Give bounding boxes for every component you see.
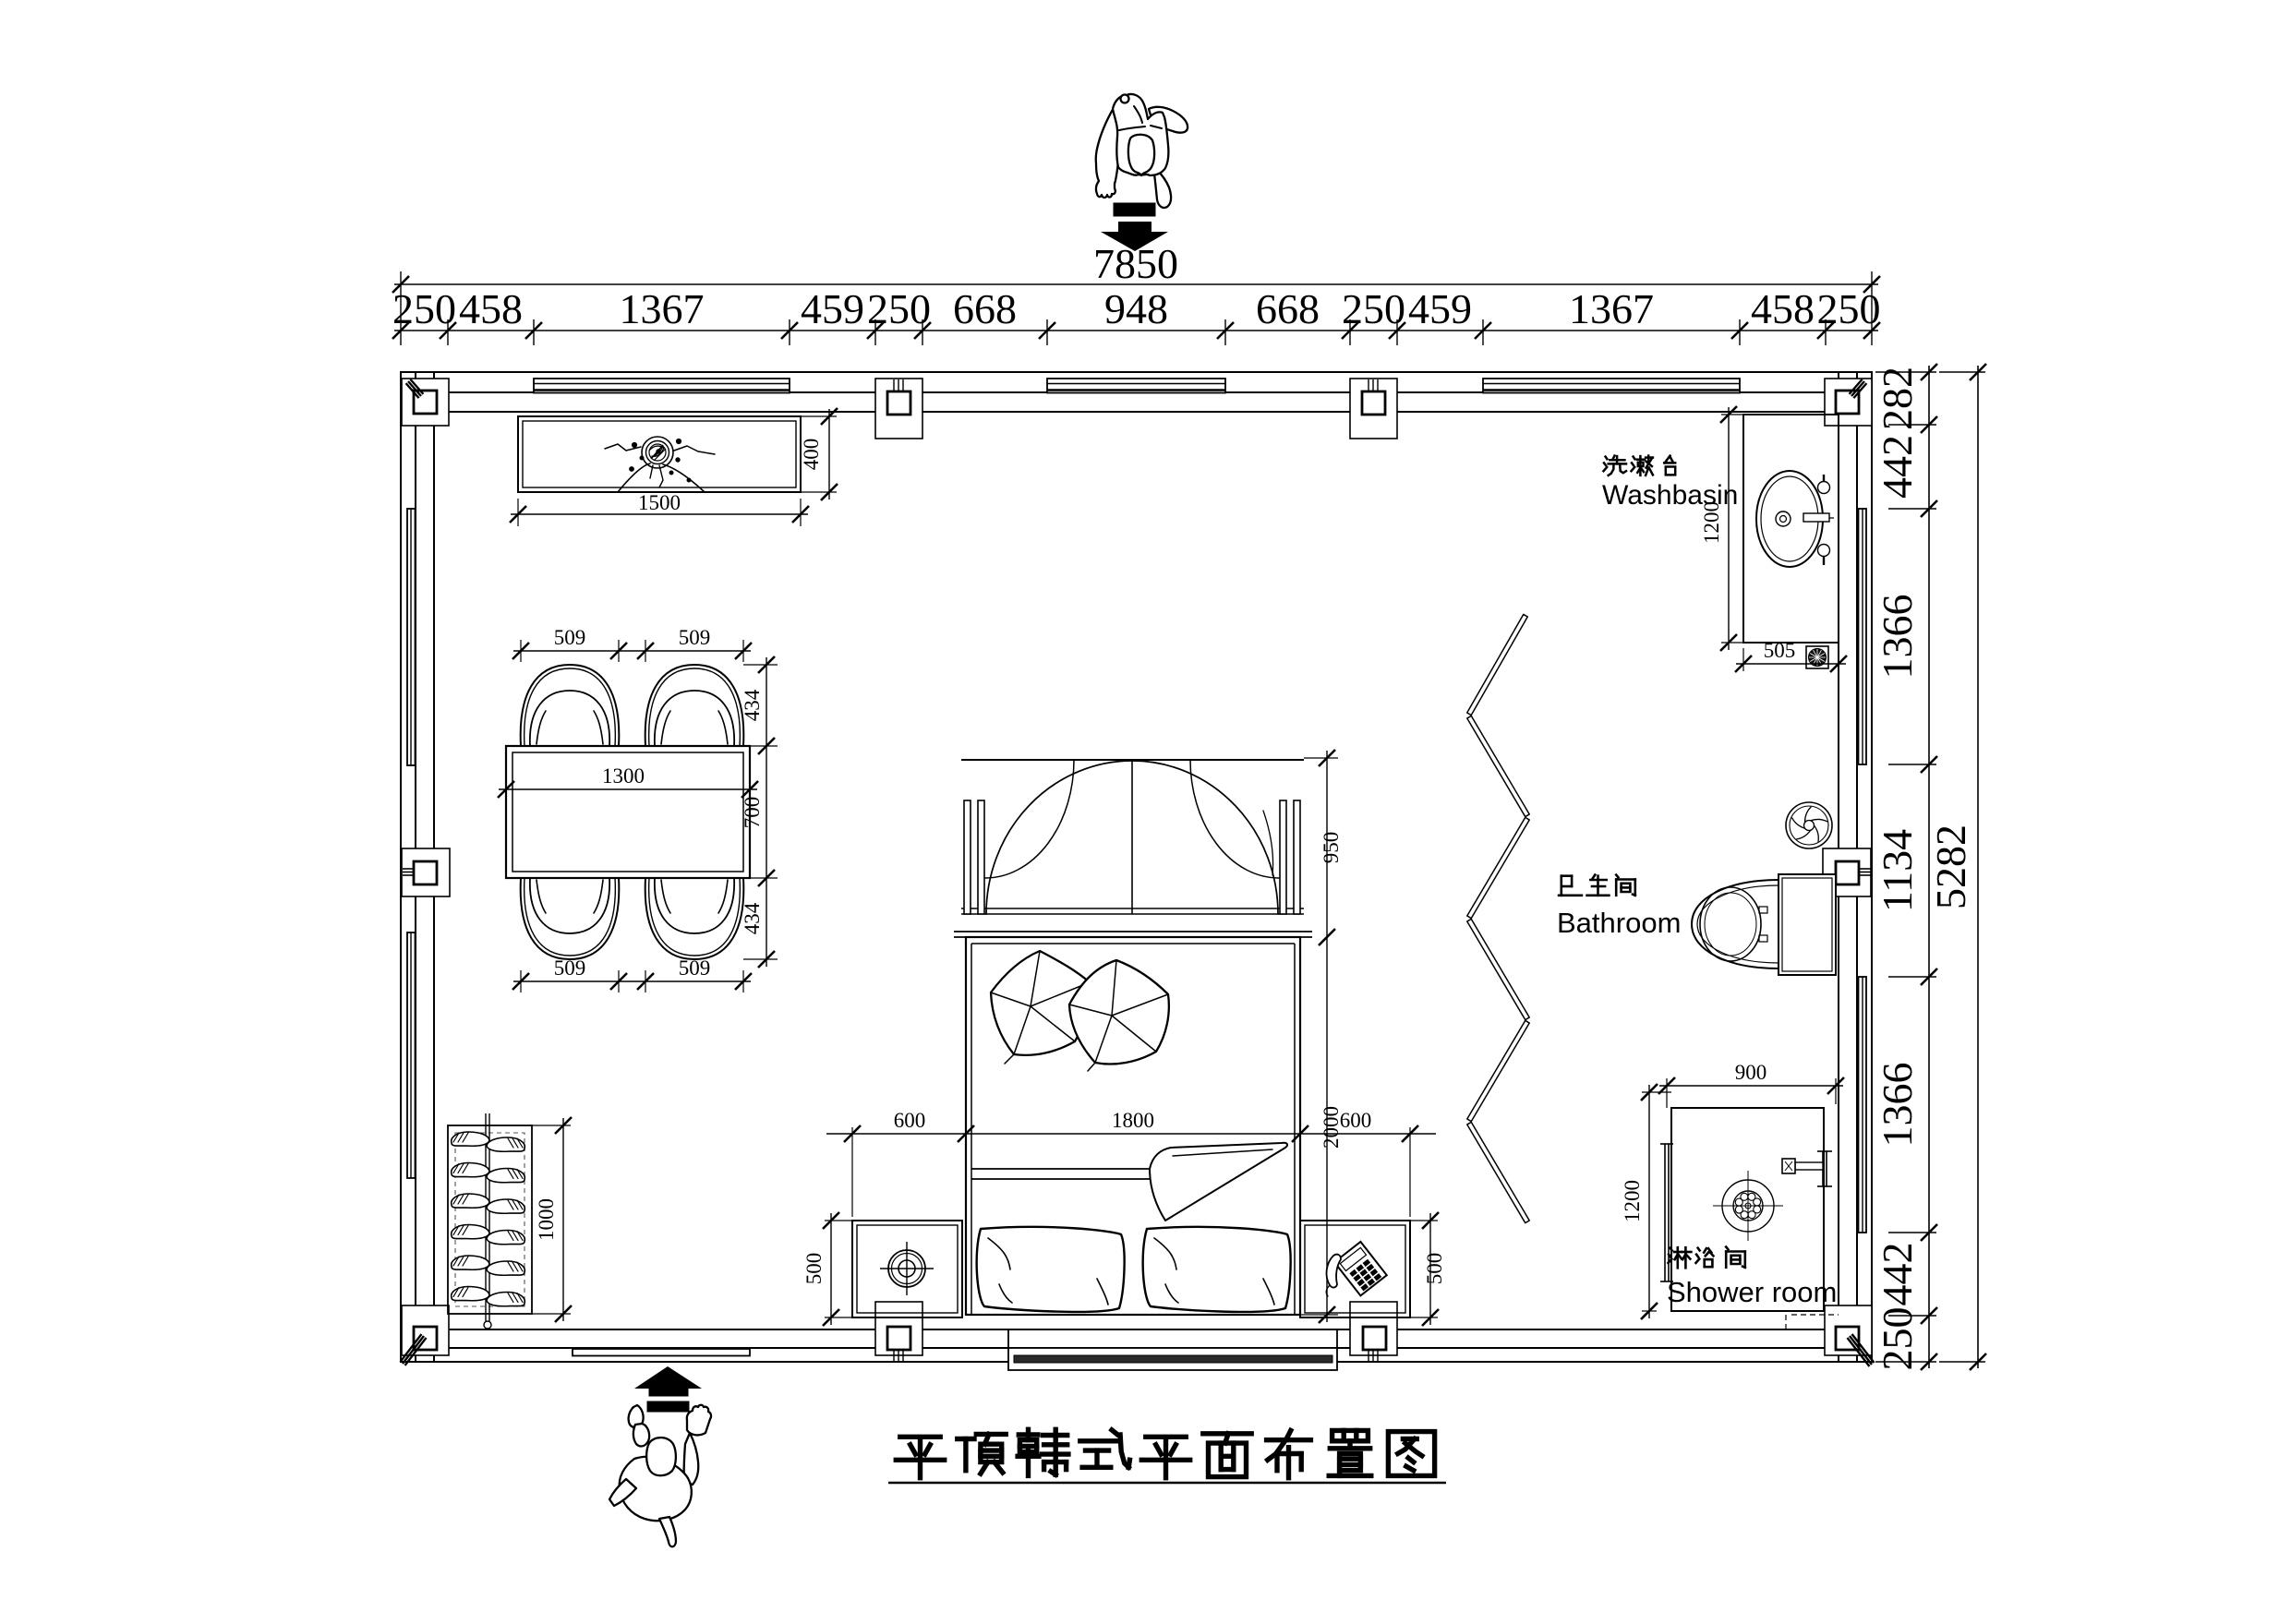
svg-text:282: 282 [1874, 367, 1921, 430]
svg-text:700: 700 [741, 797, 764, 829]
svg-text:2000: 2000 [1320, 1106, 1343, 1149]
svg-text:250: 250 [392, 285, 456, 332]
svg-text:1366: 1366 [1874, 595, 1921, 680]
svg-text:250: 250 [1342, 285, 1405, 332]
svg-text:948: 948 [1104, 285, 1168, 332]
svg-text:509: 509 [679, 956, 711, 980]
svg-text:250: 250 [867, 285, 931, 332]
svg-text:1300: 1300 [602, 764, 645, 788]
svg-text:1367: 1367 [1569, 285, 1654, 332]
svg-text:434: 434 [741, 689, 764, 721]
svg-text:458: 458 [459, 285, 523, 332]
svg-text:5282: 5282 [1927, 824, 1974, 909]
svg-text:668: 668 [953, 285, 1017, 332]
svg-text:1367: 1367 [620, 285, 705, 332]
svg-text:1000: 1000 [535, 1198, 558, 1241]
svg-text:600: 600 [1340, 1109, 1372, 1132]
svg-text:500: 500 [1423, 1253, 1446, 1285]
svg-text:400: 400 [800, 439, 823, 471]
svg-text:509: 509 [554, 626, 586, 649]
svg-text:442: 442 [1874, 435, 1921, 499]
svg-text:Washbasin: Washbasin [1602, 480, 1738, 511]
svg-text:509: 509 [679, 626, 711, 649]
svg-text:950: 950 [1320, 832, 1343, 864]
svg-text:Shower room: Shower room [1667, 1276, 1837, 1308]
svg-text:500: 500 [802, 1253, 826, 1285]
svg-text:Bathroom: Bathroom [1557, 907, 1681, 939]
svg-text:1800: 1800 [1112, 1109, 1154, 1132]
svg-text:1500: 1500 [638, 491, 681, 514]
svg-text:434: 434 [741, 902, 764, 934]
svg-text:442: 442 [1874, 1243, 1921, 1306]
svg-text:1134: 1134 [1874, 829, 1921, 912]
svg-text:509: 509 [554, 956, 586, 980]
svg-text:1200: 1200 [1621, 1180, 1644, 1222]
svg-text:600: 600 [894, 1109, 926, 1132]
svg-text:250: 250 [1817, 285, 1881, 332]
svg-text:668: 668 [1256, 285, 1320, 332]
svg-text:459: 459 [1408, 285, 1472, 332]
svg-text:458: 458 [1751, 285, 1815, 332]
svg-text:1200: 1200 [1700, 501, 1723, 544]
svg-text:250: 250 [1874, 1307, 1921, 1371]
svg-text:505: 505 [1764, 639, 1796, 662]
svg-text:900: 900 [1735, 1061, 1767, 1084]
svg-text:1366: 1366 [1874, 1063, 1921, 1148]
svg-text:459: 459 [801, 285, 864, 332]
